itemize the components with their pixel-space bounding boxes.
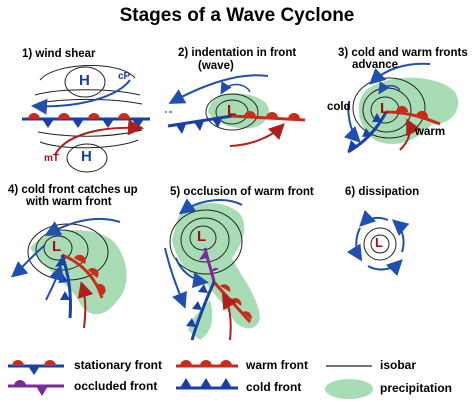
- stage-4-catches-up: [10, 217, 127, 329]
- isobar: [363, 227, 397, 261]
- stage-2-indentation: [165, 74, 306, 147]
- isobar: [39, 64, 136, 81]
- circulation-arrow: [367, 259, 403, 277]
- isobar: [66, 143, 108, 173]
- mt-label: mT: [44, 153, 59, 164]
- warm-wind-arrow: [54, 119, 144, 156]
- isobar: [34, 89, 141, 96]
- cold-wind-arrow: [175, 257, 209, 289]
- circulation-arrow: [220, 81, 251, 95]
- warm-front-bumps: [220, 284, 252, 320]
- legend-occluded-label: occluded front: [74, 379, 158, 393]
- warm-front-line: [385, 110, 441, 126]
- legend-stationary-bumps: [12, 360, 56, 366]
- cold-wind-arrow: [45, 264, 65, 301]
- stage-6-label: 6) dissipation: [345, 186, 420, 198]
- cold-front-line: [60, 254, 72, 319]
- low-pressure-label: L: [380, 100, 390, 117]
- cold-wind-arrow: [44, 217, 121, 236]
- legend-stationary-label: stationary front: [74, 358, 163, 372]
- isobar: [37, 98, 143, 105]
- stage-5-occlusion: [164, 198, 260, 341]
- low-pressure-label: L: [197, 228, 207, 245]
- legend-cold-barbs: [180, 378, 232, 388]
- high-pressure-label: H: [79, 72, 90, 89]
- low-pressure-label: L: [52, 238, 62, 255]
- stage-4-sublabel: with warm front: [26, 196, 112, 208]
- circulation-arrow: [359, 209, 389, 227]
- warm-front-bumps: [74, 254, 106, 295]
- stage-1-wind-shear: [22, 64, 150, 173]
- circulation-arrow: [378, 81, 401, 95]
- warm-front-bumps: [396, 106, 429, 118]
- isobar: [64, 66, 106, 98]
- legend-warm-bumps: [180, 360, 232, 366]
- stage-3-label: 3) cold and warm fronts: [338, 47, 468, 59]
- low-pressure-label: L: [227, 102, 237, 119]
- legend-cold-label: cold front: [246, 380, 302, 394]
- legend-isobar-label: isobar: [380, 358, 417, 372]
- legend-occluded-barb: [36, 386, 48, 396]
- cold-front-barbs: [186, 284, 208, 327]
- warm-wind-arrow: [399, 118, 421, 151]
- cold-wind-arrow: [168, 74, 269, 104]
- legend-precipitation-label: precipitation: [380, 381, 453, 395]
- legend-stationary-barb: [28, 366, 40, 375]
- stage-2-label: 2) indentation in front: [178, 47, 297, 59]
- warm-front-line: [61, 253, 104, 299]
- stage-2-sublabel: (wave): [198, 60, 234, 72]
- occluded-front-line: [203, 247, 216, 283]
- precipitation-area: [30, 230, 127, 315]
- isobar: [352, 77, 426, 139]
- isobar: [180, 217, 230, 263]
- stage-5-label: 5) occlusion of warm front: [170, 186, 314, 198]
- isobar: [43, 235, 73, 261]
- circulation-arrow: [346, 227, 363, 262]
- warm-wind-arrow: [221, 292, 238, 341]
- isobar: [189, 225, 217, 251]
- low-pressure-label: L: [375, 235, 383, 250]
- cold-front-barbs: [176, 118, 222, 134]
- legend: [8, 360, 373, 399]
- precipitation-area: [172, 203, 260, 329]
- legend-occluded-bump: [14, 380, 26, 386]
- warm-wind-arrow: [77, 281, 94, 329]
- cp-label: cP: [118, 71, 131, 82]
- stage-1-label: 1) wind shear: [22, 48, 96, 60]
- cold-wind-arrow: [343, 103, 361, 143]
- diagram-title: Stages of a Wave Cyclone: [119, 5, 355, 26]
- cold-wind-arrow: [164, 247, 187, 309]
- stage-3-advance: [343, 62, 459, 154]
- occluded-front-symbols: [199, 252, 219, 272]
- warm-front-bumps: [28, 113, 130, 119]
- cold-wind-arrow: [369, 62, 431, 85]
- isobar: [205, 93, 259, 131]
- stage-4-label: 4) cold front catches up: [8, 184, 138, 196]
- legend-precipitation-swatch: [325, 379, 373, 399]
- cold-front-line: [190, 281, 216, 341]
- stage-6-dissipation: [346, 209, 410, 277]
- cold-front-line: [167, 114, 233, 128]
- isobar: [39, 139, 139, 149]
- legend-warm-label: warm front: [246, 358, 309, 372]
- cold-front-barbs: [348, 113, 382, 150]
- circulation-arrow: [391, 219, 410, 253]
- cold-wind-arrow: [31, 79, 131, 115]
- isobar: [370, 234, 390, 254]
- high-pressure-label: H: [81, 148, 92, 165]
- cold-label: cold: [327, 101, 351, 113]
- warm-front-bumps: [244, 111, 300, 119]
- cold-wind-arrow: [178, 198, 243, 215]
- warm-wind-arrow: [229, 123, 285, 147]
- cold-wind-arrow: [10, 244, 46, 278]
- warm-label: warm: [415, 126, 446, 138]
- stage-3-sublabel: advance: [352, 59, 399, 71]
